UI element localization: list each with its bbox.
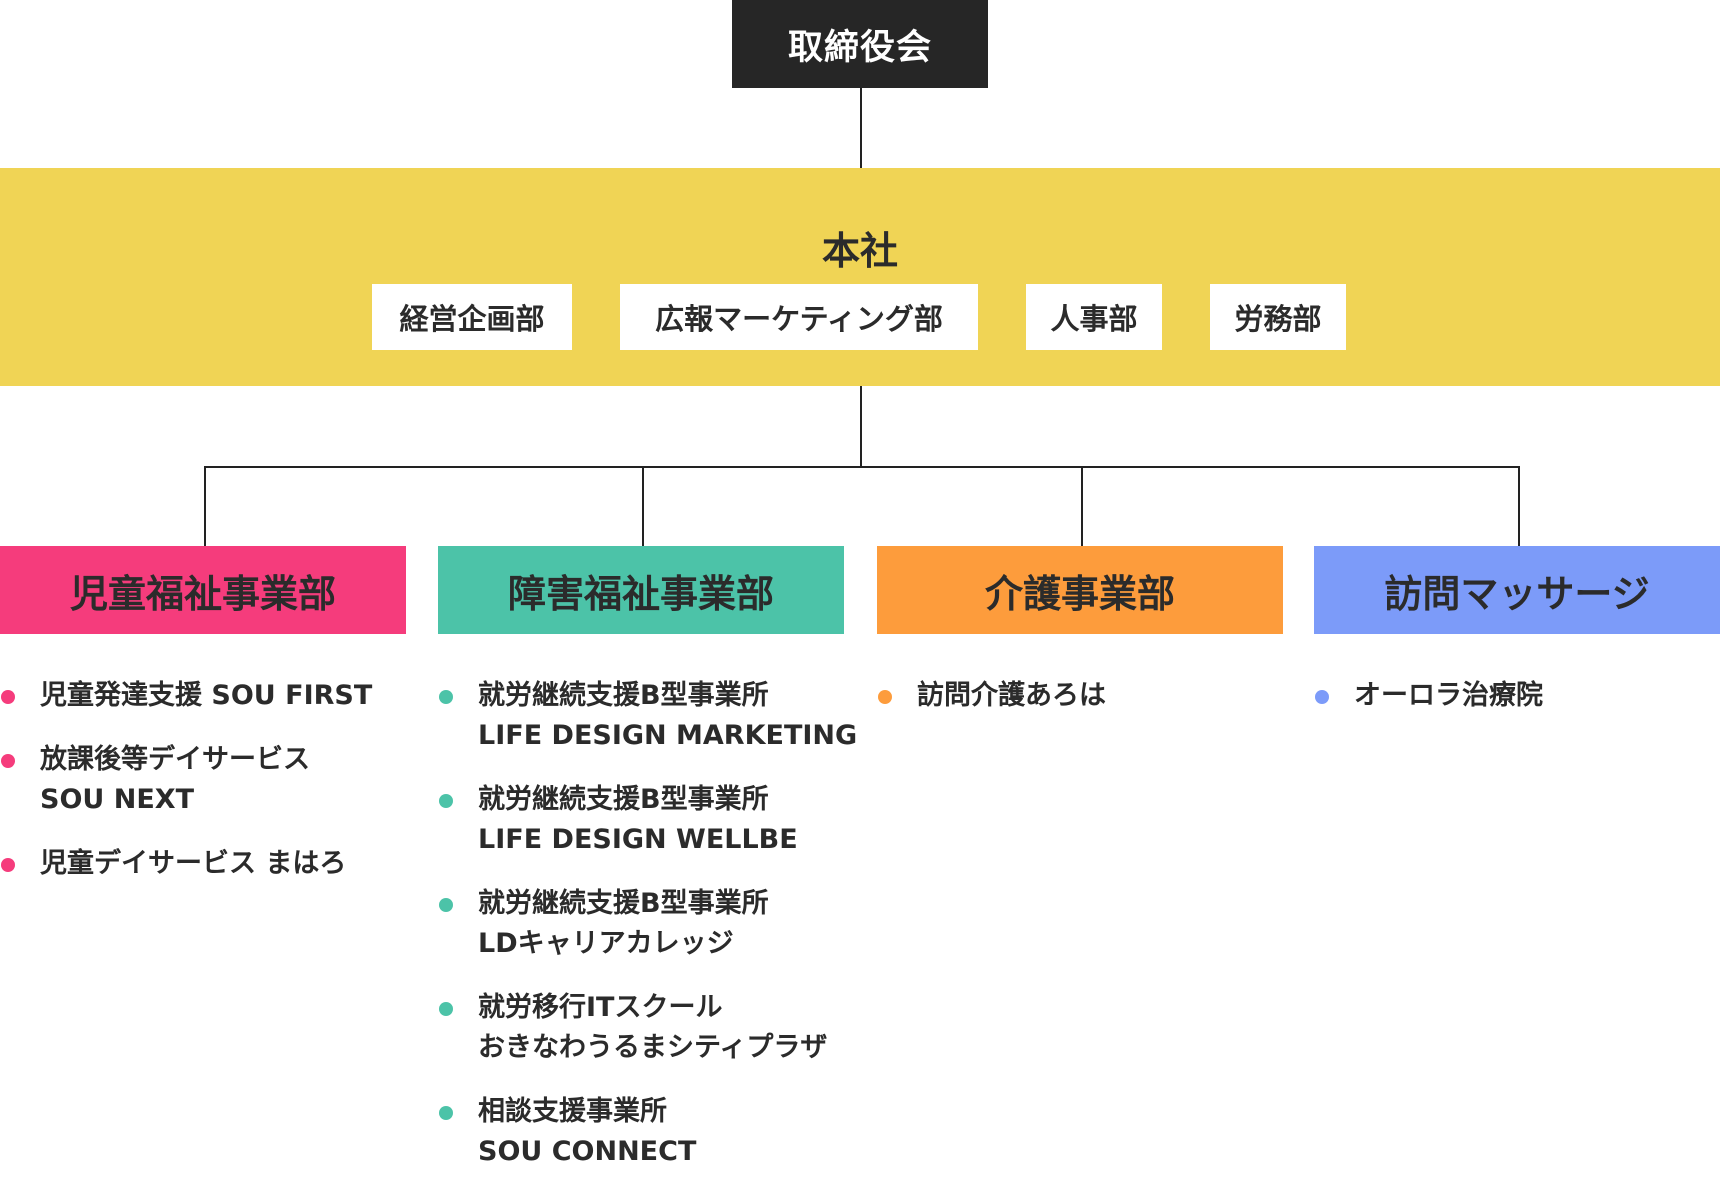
department-human-resources: 人事部 [1026,284,1162,350]
facility-item: 就労継続支援B型事業所 LIFE DESIGN WELLBE [438,780,858,860]
connector-to-division-4 [1518,466,1520,546]
connector-horizontal-bar [204,466,1520,468]
bullet-dot [439,690,453,704]
division-child-welfare: 児童福祉事業部 [0,546,406,634]
division-label: 訪問マッサージ [1384,571,1650,616]
bullet-dot [1,690,15,704]
bullet-dot [439,898,453,912]
facility-item: 放課後等デイサービス SOU NEXT [0,740,420,820]
department-label: 広報マーケティング部 [655,302,943,336]
facility-subname: LIFE DESIGN WELLBE [478,824,798,855]
department-label: 労務部 [1234,302,1322,336]
bullet-dot [1,754,15,768]
facility-subname: LDキャリアカレッジ [478,928,734,959]
division-visiting-massage: 訪問マッサージ [1314,546,1720,634]
facility-subname: おきなわうるまシティプラザ [478,1032,828,1063]
facility-subname: LIFE DESIGN MARKETING [478,720,858,751]
facility-item: オーロラ治療院 [1314,676,1720,716]
facility-item: 就労移行ITスクール おきなわうるまシティプラザ [438,988,858,1068]
bullet-dot [1,858,15,872]
facility-item: 児童発達支援 SOU FIRST [0,676,420,716]
division-disability-welfare: 障害福祉事業部 [438,546,844,634]
bullet-dot [439,1106,453,1120]
facility-name: 就労移行ITスクール [478,992,723,1023]
facility-name: 放課後等デイサービス [40,744,310,775]
facility-name: 就労継続支援B型事業所 [478,888,769,919]
facility-list-visiting-massage: オーロラ治療院 [1314,676,1720,740]
facility-item: 就労継続支援B型事業所 LDキャリアカレッジ [438,884,858,964]
division-label: 障害福祉事業部 [507,571,774,616]
department-corporate-planning: 経営企画部 [372,284,572,350]
facility-subname: SOU CONNECT [478,1136,697,1167]
facility-item: 相談支援事業所 SOU CONNECT [438,1092,858,1172]
connector-to-division-3 [1081,466,1083,546]
facility-name: 児童デイサービス まはろ [40,848,347,879]
headquarters-title: 本社 [821,229,898,273]
facility-item: 児童デイサービス まはろ [0,844,420,884]
division-label: 介護事業部 [984,571,1175,616]
bullet-dot [439,1002,453,1016]
headquarters-band: 本社 経営企画部 広報マーケティング部 人事部 労務部 [0,168,1720,386]
department-pr-marketing: 広報マーケティング部 [620,284,978,350]
facility-item: 就労継続支援B型事業所 LIFE DESIGN MARKETING [438,676,858,756]
facility-list-child-welfare: 児童発達支援 SOU FIRST 放課後等デイサービス SOU NEXT 児童デ… [0,676,420,908]
facility-name: 就労継続支援B型事業所 [478,784,769,815]
facility-list-disability-welfare: 就労継続支援B型事業所 LIFE DESIGN MARKETING 就労継続支援… [438,676,858,1196]
bullet-dot [1315,690,1329,704]
department-label: 経営企画部 [399,302,545,336]
facility-name: 訪問介護あろは [917,680,1106,711]
division-nursing-care: 介護事業部 [877,546,1283,634]
connector-board-to-hq [860,88,862,168]
department-label: 人事部 [1050,302,1138,336]
connector-hq-stem [860,386,862,466]
connector-to-division-1 [204,466,206,546]
board-of-directors-box: 取締役会 [732,0,988,88]
facility-name: オーロラ治療院 [1354,680,1543,711]
connector-to-division-2 [642,466,644,546]
facility-name: 就労継続支援B型事業所 [478,680,769,711]
board-label: 取締役会 [787,27,932,68]
facility-name: 児童発達支援 SOU FIRST [40,680,373,711]
facility-name: 相談支援事業所 [478,1096,667,1127]
bullet-dot [878,690,892,704]
department-labor-affairs: 労務部 [1210,284,1346,350]
facility-list-nursing-care: 訪問介護あろは [877,676,1297,740]
facility-item: 訪問介護あろは [877,676,1297,716]
bullet-dot [439,794,453,808]
division-label: 児童福祉事業部 [69,571,336,616]
facility-subname: SOU NEXT [40,784,194,815]
